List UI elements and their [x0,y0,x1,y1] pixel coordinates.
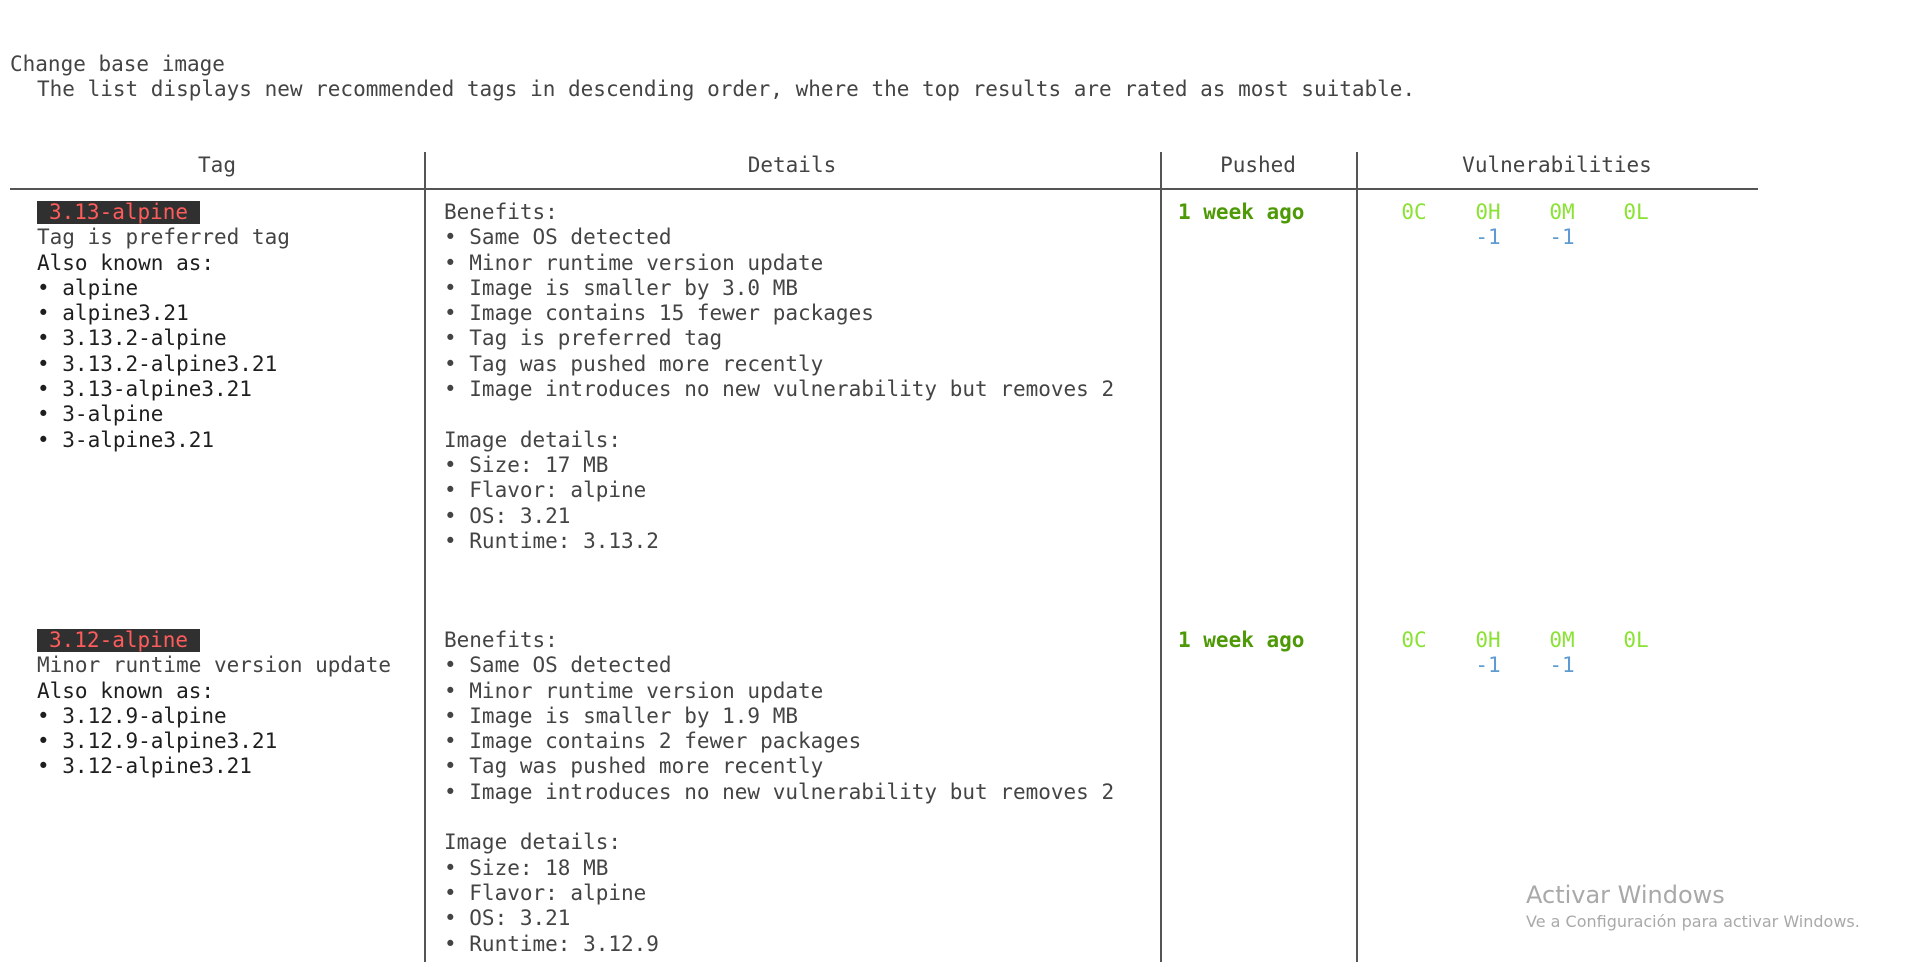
benefit-item: • Image contains 15 fewer packages [444,301,874,326]
tag-name-badge[interactable]: 3.12-alpine [37,629,201,652]
column-header-tag: Tag [198,153,236,177]
vuln-high-delta: -1 [1475,225,1501,249]
vuln-low-count: 0L [1623,628,1649,652]
vuln-medium-count: 0M [1549,200,1575,224]
vuln-high-count: 0H [1475,628,1501,652]
column-divider [1356,152,1358,962]
watermark-title: Activar Windows [1526,881,1725,909]
benefits-label: Benefits: [444,200,558,224]
vuln-high-count: 0H [1475,200,1501,224]
alias-item: • 3-alpine3.21 [37,427,215,452]
details-cell: Benefits:• Same OS detected• Minor runti… [424,190,1160,618]
watermark-subtitle: Ve a Configuración para activar Windows. [1526,912,1860,931]
table-row: 3.12-alpine Minor runtime version update… [10,618,1758,962]
benefit-item: • Image is smaller by 3.0 MB [444,275,799,300]
vuln-medium-delta: -1 [1549,225,1575,249]
image-detail-item: • Flavor: alpine [444,880,647,905]
page-title: Change base image [10,52,225,76]
column-header-pushed: Pushed [1220,153,1296,177]
details-cell: Benefits:• Same OS detected• Minor runti… [424,618,1160,962]
column-divider [1160,152,1162,962]
benefit-item: • Image is smaller by 1.9 MB [444,703,799,728]
tag-cell: 3.13-alpine Tag is preferred tag Also kn… [10,190,424,618]
vuln-medium-delta: -1 [1549,653,1575,677]
header: Change base image The list displays new … [10,52,1415,103]
tag-name-badge[interactable]: 3.13-alpine [37,201,201,224]
benefit-item: • Image introduces no new vulnerability … [444,779,1115,804]
column-header-vulnerabilities: Vulnerabilities [1462,153,1652,177]
benefits-label: Benefits: [444,628,558,652]
image-detail-item: • Flavor: alpine [444,478,647,503]
alias-item: • alpine3.21 [37,301,189,326]
benefit-item: • Minor runtime version update [444,678,824,703]
column-divider [424,152,426,962]
pushed-time: 1 week ago [1178,200,1305,224]
alias-item: • 3.13.2-alpine [37,326,227,351]
vulnerabilities-cell: 0C 0H 0M 0L -1 -1 [1356,618,1758,962]
image-detail-item: • Runtime: 3.13.2 [444,528,659,553]
vuln-high-delta: -1 [1475,653,1501,677]
alias-item: • alpine [37,275,139,300]
benefit-item: • Tag is preferred tag [444,326,723,351]
benefit-item: • Tag was pushed more recently [444,351,824,376]
vuln-low-count: 0L [1623,200,1649,224]
vuln-critical-count: 0C [1401,628,1427,652]
aka-label: Also known as: [37,678,215,703]
alias-item: • 3-alpine [37,402,164,427]
aka-label: Also known as: [37,250,215,275]
alias-item: • 3.13-alpine3.21 [37,377,252,402]
benefit-item: • Tag was pushed more recently [444,754,824,779]
benefit-item: • Image introduces no new vulnerability … [444,377,1115,402]
alias-item: • 3.12-alpine3.21 [37,754,252,779]
benefit-item: • Same OS detected [444,653,672,678]
image-details-label: Image details: [444,427,622,452]
image-detail-item: • OS: 3.21 [444,906,571,931]
pushed-cell: 1 week ago [1160,190,1356,618]
page-subtitle: The list displays new recommended tags i… [37,77,1416,102]
alias-item: • 3.13.2-alpine3.21 [37,351,278,376]
image-detail-item: • Size: 18 MB [444,855,609,880]
recommendations-table: Tag Details Pushed Vulnerabilities 3.13-… [10,152,1758,962]
pushed-cell: 1 week ago [1160,618,1356,962]
tag-reason: Minor runtime version update [37,653,392,678]
vulnerabilities-cell: 0C 0H 0M 0L -1 -1 [1356,190,1758,618]
image-detail-item: • Runtime: 3.12.9 [444,931,659,956]
tag-cell: 3.12-alpine Minor runtime version update… [10,618,424,962]
vuln-medium-count: 0M [1549,628,1575,652]
windows-activation-watermark: Activar Windows Ve a Configuración para … [1526,880,1860,934]
image-details-label: Image details: [444,830,622,855]
pushed-time: 1 week ago [1178,628,1305,652]
image-detail-item: • Size: 17 MB [444,452,609,477]
table-header: Tag Details Pushed Vulnerabilities [10,152,1758,190]
column-header-details: Details [747,153,837,177]
image-detail-item: • OS: 3.21 [444,503,571,528]
benefit-item: • Same OS detected [444,225,672,250]
vuln-critical-count: 0C [1401,200,1427,224]
alias-item: • 3.12.9-alpine3.21 [37,729,278,754]
benefit-item: • Image contains 2 fewer packages [444,729,862,754]
table-row: 3.13-alpine Tag is preferred tag Also kn… [10,190,1758,618]
alias-item: • 3.12.9-alpine [37,703,227,728]
benefit-item: • Minor runtime version update [444,250,824,275]
tag-reason: Tag is preferred tag [37,225,290,250]
